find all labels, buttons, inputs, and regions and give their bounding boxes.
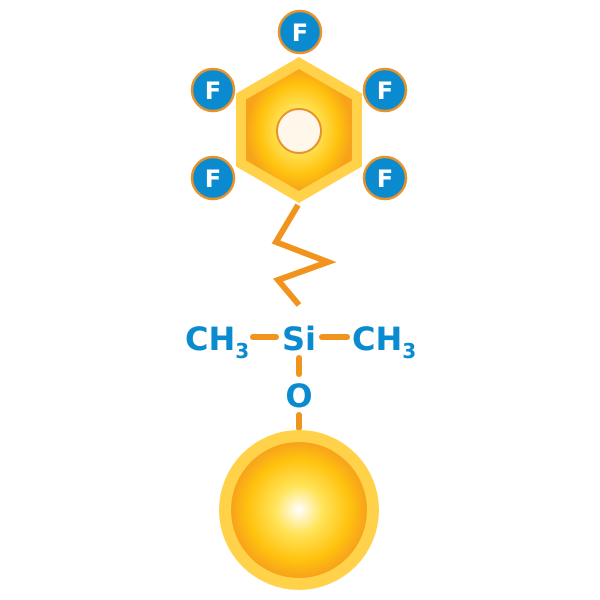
- fluorine-atom: F: [277, 9, 323, 55]
- svg-text:F: F: [292, 19, 308, 47]
- benzene-ring: [236, 57, 362, 203]
- svg-text:F: F: [377, 165, 393, 193]
- fluorine-atoms: F F F F F: [190, 9, 408, 201]
- methyl-left-label: CH3: [185, 320, 249, 363]
- fluorine-atom: F: [362, 155, 408, 201]
- svg-text:F: F: [377, 77, 393, 105]
- silicon-label: Si: [282, 320, 316, 358]
- bonds: [250, 334, 350, 431]
- fluorine-atom: F: [362, 67, 408, 113]
- svg-text:F: F: [205, 165, 221, 193]
- alkyl-chain: [271, 203, 337, 307]
- fluorine-atom: F: [190, 67, 236, 113]
- substrate-particle: [219, 430, 379, 590]
- svg-text:F: F: [205, 77, 221, 105]
- oxygen-label: O: [285, 377, 312, 415]
- methyl-right-label: CH3: [352, 320, 416, 363]
- fluorine-atom: F: [190, 155, 236, 201]
